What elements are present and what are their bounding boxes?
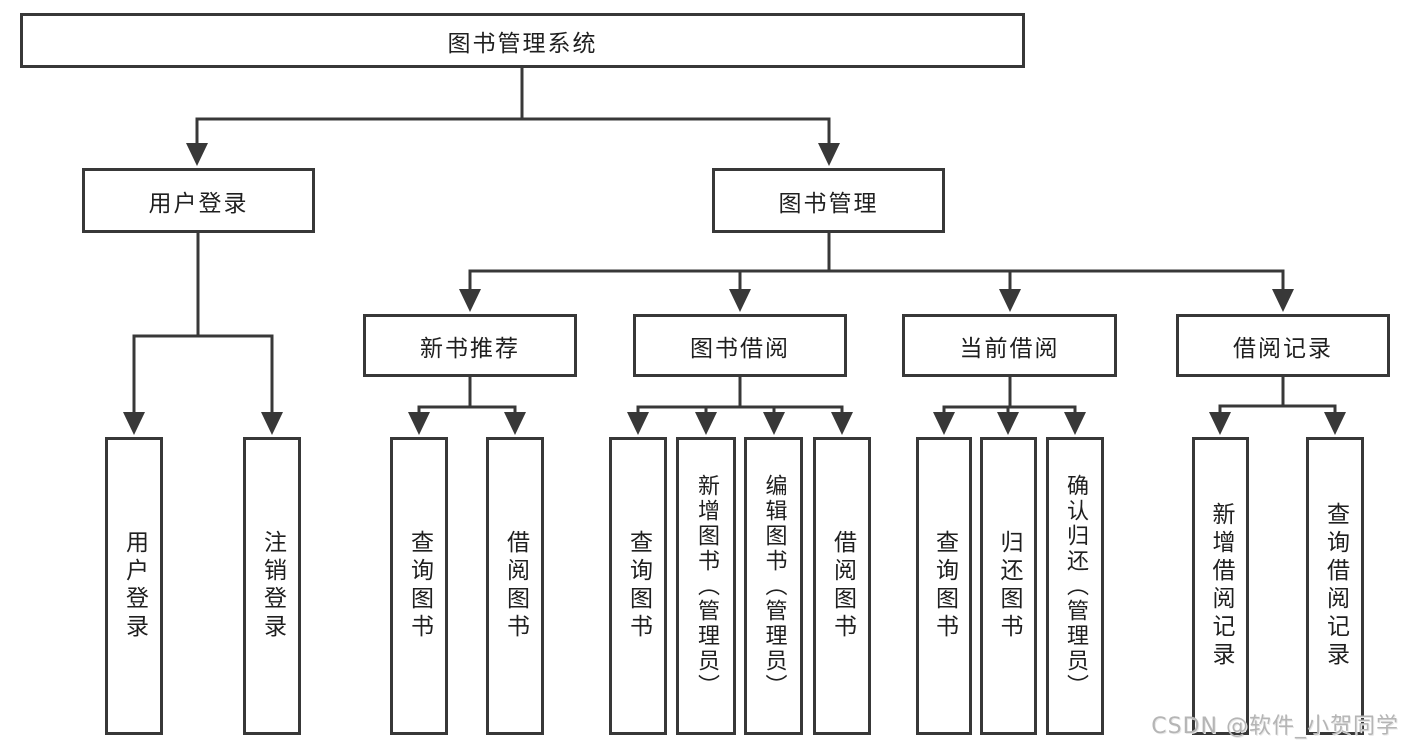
node-label: 编辑图书（管理员） — [761, 473, 787, 699]
node-label: 当前借阅 — [959, 335, 1060, 362]
node-label: 借阅记录 — [1233, 335, 1333, 362]
node-library-management-system: 图书管理系统 — [20, 13, 1025, 68]
leaf-query-books-2: 查询图书 — [609, 437, 667, 735]
node-label: 图书借阅 — [690, 335, 790, 362]
node-borrow-record: 借阅记录 — [1176, 314, 1390, 377]
node-label: 查询图书 — [406, 530, 433, 642]
csdn-watermark: CSDN @软件_小贺同学 — [1151, 714, 1399, 739]
node-label: 用户登录 — [121, 530, 148, 642]
node-label: 图书管理系统 — [447, 30, 598, 57]
node-label: 归还图书 — [996, 530, 1022, 642]
arrowhead-icons — [123, 143, 1346, 435]
leaf-borrow-books-1: 借阅图书 — [486, 437, 544, 735]
leaf-query-books-3: 查询图书 — [916, 437, 972, 735]
node-label: 查询图书 — [931, 530, 958, 642]
node-label: 注销登录 — [259, 530, 286, 642]
leaf-add-book-admin: 新增图书（管理员） — [676, 437, 736, 735]
leaf-user-login: 用户登录 — [105, 437, 163, 735]
node-label: 查询借阅记录 — [1322, 502, 1349, 670]
node-label: 查询图书 — [625, 530, 652, 642]
leaf-query-borrow-record: 查询借阅记录 — [1306, 437, 1364, 735]
leaf-edit-book-admin: 编辑图书（管理员） — [744, 437, 803, 735]
leaf-logout: 注销登录 — [243, 437, 301, 735]
node-new-book-recommend: 新书推荐 — [363, 314, 577, 377]
node-book-management: 图书管理 — [712, 168, 945, 233]
node-label: 用户登录 — [148, 190, 249, 217]
node-label: 新增图书（管理员） — [694, 473, 719, 699]
leaf-query-books-1: 查询图书 — [390, 437, 448, 735]
leaf-add-borrow-record: 新增借阅记录 — [1192, 437, 1249, 735]
node-label: 图书管理 — [778, 190, 879, 217]
leaf-confirm-return-admin: 确认归还（管理员） — [1046, 437, 1104, 735]
node-label: 借阅图书 — [829, 530, 856, 642]
node-label: 确认归还（管理员） — [1063, 473, 1088, 699]
node-current-borrow: 当前借阅 — [902, 314, 1117, 377]
node-label: 借阅图书 — [502, 530, 529, 642]
leaf-borrow-books-2: 借阅图书 — [813, 437, 871, 735]
node-label: 新增借阅记录 — [1208, 502, 1234, 670]
node-label: 新书推荐 — [420, 335, 520, 362]
node-user-login: 用户登录 — [82, 168, 315, 233]
node-book-borrow: 图书借阅 — [633, 314, 847, 377]
leaf-return-books: 归还图书 — [980, 437, 1037, 735]
